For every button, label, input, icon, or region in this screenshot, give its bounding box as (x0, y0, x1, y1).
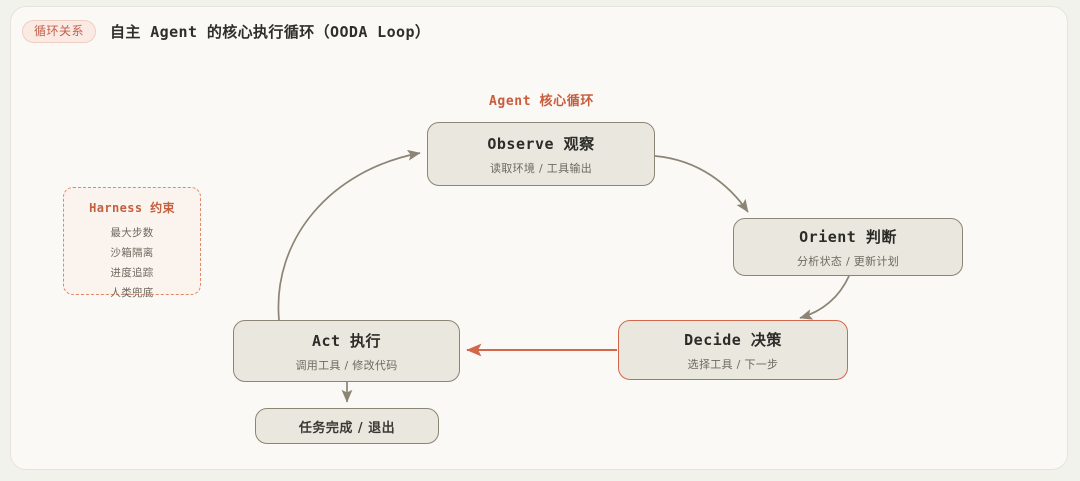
node-observe-subtitle: 读取环境 / 工具输出 (490, 161, 592, 175)
harness-item: 沙箱隔离 (110, 247, 154, 259)
node-decide[interactable]: Decide 决策 选择工具 / 下一步 (618, 320, 848, 380)
harness-item: 最大步数 (110, 227, 154, 239)
harness-panel: Harness 约束 最大步数 沙箱隔离 进度追踪 人类兜底 (63, 187, 201, 299)
edge-observe-to-orient (654, 155, 749, 213)
page-title: 自主 Agent 的核心执行循环（OODA Loop） (110, 23, 431, 41)
node-observe[interactable]: Observe 观察 读取环境 / 工具输出 (427, 122, 655, 186)
node-orient-title: Orient 判断 (799, 227, 897, 246)
node-act-title: Act 执行 (311, 331, 382, 350)
node-act-subtitle: 调用工具 / 修改代码 (295, 358, 398, 372)
node-observe-title: Observe 观察 (487, 134, 595, 153)
node-orient[interactable]: Orient 判断 分析状态 / 更新计划 (733, 218, 963, 276)
node-orient-subtitle: 分析状态 / 更新计划 (797, 254, 899, 268)
node-decide-title: Decide 决策 (684, 330, 782, 349)
node-act[interactable]: Act 执行 调用工具 / 修改代码 (233, 320, 460, 382)
relation-badge: 循环关系 (22, 20, 97, 43)
harness-title: Harness 约束 (89, 201, 175, 215)
harness-list: 最大步数 沙箱隔离 进度追踪 人类兜底 (110, 225, 153, 300)
header: 循环关系 自主 Agent 的核心执行循环（OODA Loop） (22, 20, 430, 43)
harness-item: 人类兜底 (110, 287, 154, 299)
edge-orient-to-decide (799, 275, 850, 320)
node-exit[interactable]: 任务完成 / 退出 (255, 408, 439, 444)
node-exit-title: 任务完成 / 退出 (298, 420, 396, 436)
loop-label: Agent 核心循环 (489, 94, 594, 109)
edge-act-to-observe (277, 149, 421, 321)
node-decide-subtitle: 选择工具 / 下一步 (687, 357, 779, 371)
harness-item: 进度追踪 (110, 267, 154, 279)
